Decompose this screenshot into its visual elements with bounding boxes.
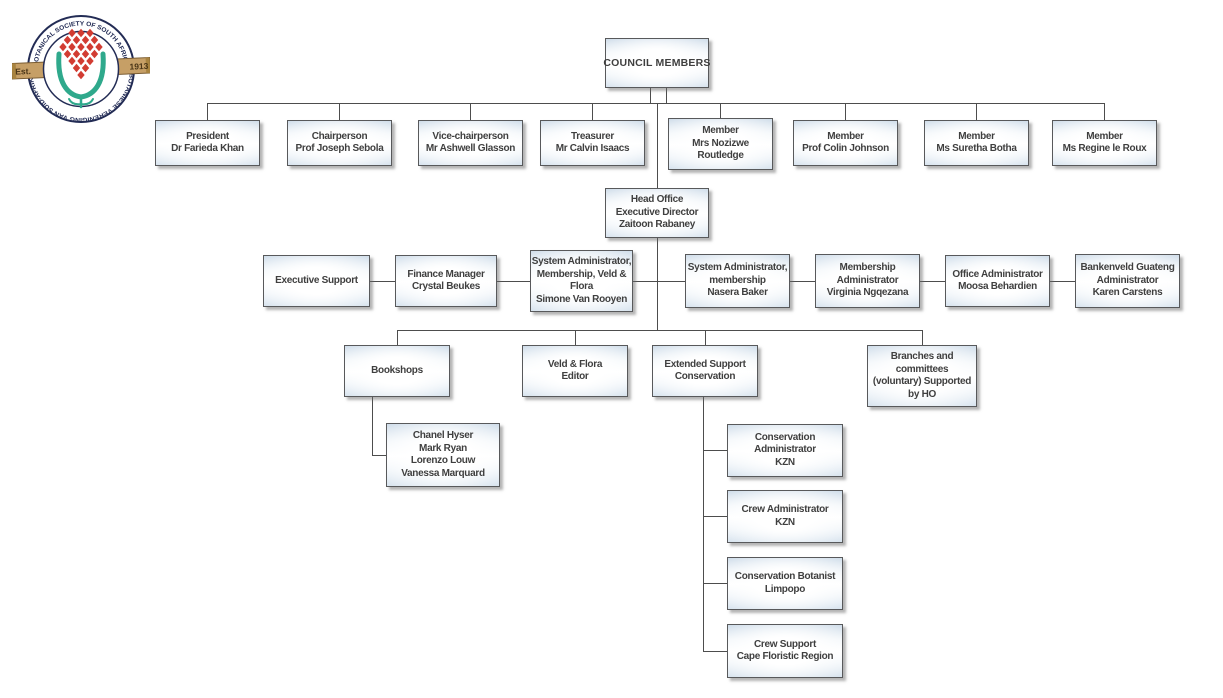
node-council-members: COUNCIL MEMBERS: [603, 38, 711, 88]
node-label: Member Prof Colin Johnson: [802, 130, 889, 155]
node-treasurer: Treasurer Mr Calvin Isaacs: [540, 120, 645, 166]
node-label: Conservation Administrator KZN: [754, 431, 816, 468]
node-sysadmin-membership: System Administrator, membership Nasera …: [685, 254, 790, 308]
node-label: President Dr Farieda Khan: [171, 130, 244, 155]
node-bookshops: Bookshops: [344, 345, 450, 397]
node-label: Crew Support Cape Floristic Region: [736, 638, 834, 663]
connector-line: [790, 281, 815, 282]
node-label: Chanel Hyser Mark Ryan Lorenzo Louw Vane…: [401, 430, 485, 479]
node-conservation-admin-kzn: Conservation Administrator KZN: [727, 424, 843, 477]
node-label: System Administrator, Membership, Veld &…: [531, 256, 632, 305]
node-member-nozizwe-routledge: Member Mrs Nozizwe Routledge: [668, 118, 773, 170]
node-crew-support-cape-floristic: Crew Support Cape Floristic Region: [727, 624, 843, 678]
node-label: Member Ms Regine le Roux: [1062, 130, 1147, 155]
node-executive-support: Executive Support: [263, 255, 370, 307]
node-bankenveld-gauteng-administrator: Bankenveld Guateng Administrator Karen C…: [1075, 254, 1180, 308]
node-crew-admin-kzn: Crew Administrator KZN: [727, 490, 843, 543]
node-label: Veld & Flora Editor: [547, 358, 603, 383]
connector-line: [592, 103, 593, 120]
connector-line: [976, 103, 977, 120]
node-sysadmin-membership-veld-flora: System Administrator, Membership, Veld &…: [530, 250, 633, 312]
connector-line: [372, 455, 386, 456]
connector-line: [703, 450, 727, 451]
connector-line: [575, 330, 576, 345]
connector-line: [920, 281, 945, 282]
connector-line: [657, 238, 658, 330]
node-office-administrator: Office Administrator Moosa Behardien: [945, 255, 1050, 307]
connector-line: [720, 103, 721, 120]
node-president: President Dr Farieda Khan: [155, 120, 260, 166]
connector-line: [703, 397, 704, 651]
connector-line: [650, 88, 651, 103]
connector-line: [497, 281, 530, 282]
node-label: Conservation Botanist Limpopo: [734, 571, 836, 595]
connector-line: [703, 651, 727, 652]
node-label: Chairperson Prof Joseph Sebola: [295, 130, 384, 155]
node-label: Member Mrs Nozizwe Routledge: [692, 125, 749, 162]
node-head-office: Head Office Executive Director Zaitoon R…: [605, 188, 709, 238]
node-label: Executive Support: [275, 274, 358, 286]
node-member-colin-johnson: Member Prof Colin Johnson: [793, 120, 898, 166]
node-label: Bankenveld Guateng Administrator Karen C…: [1080, 262, 1175, 299]
connector-line: [703, 516, 727, 517]
connector-line: [703, 583, 727, 584]
node-label: Extended Support Conservation: [664, 358, 746, 383]
connector-line: [633, 281, 685, 282]
node-label: Branches and committees (voluntary) Supp…: [872, 351, 972, 400]
node-label: Treasurer Mr Calvin Isaacs: [555, 130, 630, 155]
connector-line: [339, 103, 340, 120]
connector-line: [207, 103, 1105, 104]
node-label: Finance Manager Crystal Beukes: [407, 268, 485, 293]
connector-line: [372, 397, 373, 455]
node-chairperson: Chairperson Prof Joseph Sebola: [287, 120, 392, 166]
connector-line: [1104, 103, 1105, 120]
connector-line: [1050, 281, 1075, 282]
node-label: Office Administrator Moosa Behardien: [952, 268, 1043, 293]
connector-line: [922, 330, 923, 345]
botanical-society-logo: BOTANICAL SOCIETY OF SOUTH AFRICA BOTANI…: [12, 15, 150, 123]
ribbon-year-label: 1913: [129, 61, 149, 72]
connector-line: [845, 103, 846, 120]
connector-line: [705, 330, 706, 345]
connector-line: [397, 330, 922, 331]
node-label: Head Office Executive Director Zaitoon R…: [615, 194, 699, 231]
node-branches-committees: Branches and committees (voluntary) Supp…: [867, 345, 977, 407]
node-extended-support-conservation: Extended Support Conservation: [652, 345, 758, 397]
node-veld-flora-editor: Veld & Flora Editor: [522, 345, 628, 397]
node-label: COUNCIL MEMBERS: [603, 56, 711, 69]
connector-line: [657, 103, 658, 188]
connector-line: [666, 88, 667, 103]
node-member-regine-le-roux: Member Ms Regine le Roux: [1052, 120, 1157, 166]
node-label: Vice-chairperson Mr Ashwell Glasson: [425, 130, 516, 155]
node-label: Crew Administrator KZN: [741, 504, 829, 528]
node-label: Membership Administrator Virginia Ngqeza…: [826, 262, 909, 299]
connector-line: [370, 281, 395, 282]
protea-flower-icon: [56, 28, 106, 109]
ribbon-est-label: Est.: [15, 66, 31, 77]
connector-line: [470, 103, 471, 120]
node-label: System Administrator, membership Nasera …: [687, 262, 788, 299]
connector-line: [207, 103, 208, 120]
node-conservation-botanist-limpopo: Conservation Botanist Limpopo: [727, 557, 843, 610]
connector-line: [397, 330, 398, 345]
node-finance-manager: Finance Manager Crystal Beukes: [395, 255, 497, 307]
node-member-suretha-botha: Member Ms Suretha Botha: [924, 120, 1029, 166]
node-vice-chairperson: Vice-chairperson Mr Ashwell Glasson: [418, 120, 523, 166]
node-label: Bookshops: [371, 364, 423, 376]
node-bookshops-team: Chanel Hyser Mark Ryan Lorenzo Louw Vane…: [386, 423, 500, 487]
node-label: Member Ms Suretha Botha: [936, 130, 1017, 155]
node-membership-administrator: Membership Administrator Virginia Ngqeza…: [815, 254, 920, 308]
